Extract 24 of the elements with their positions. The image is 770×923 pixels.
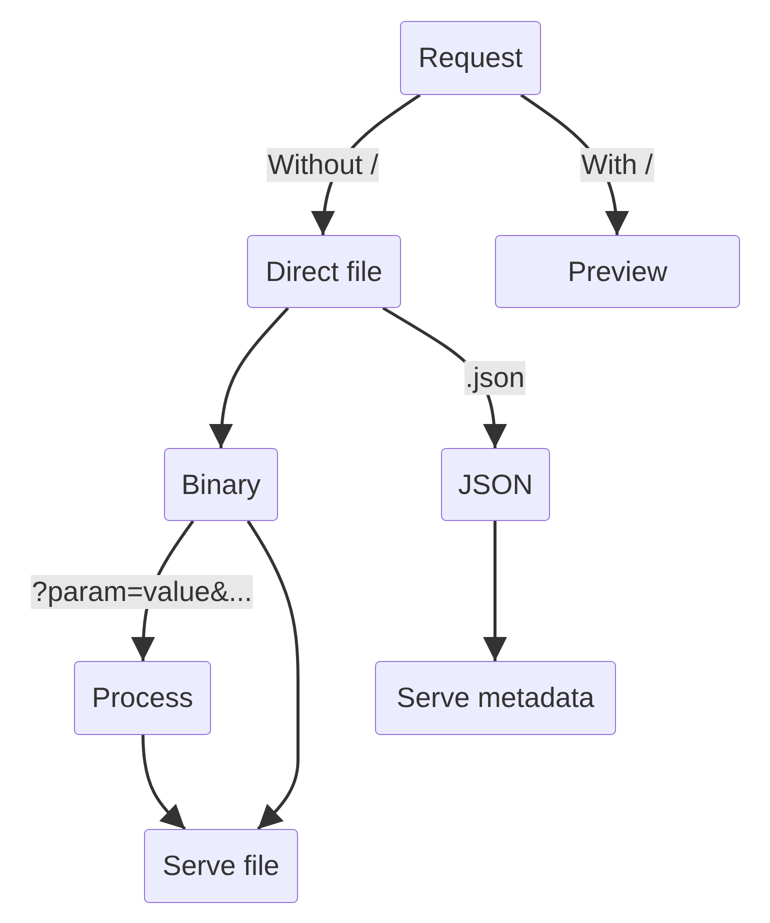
arrow xyxy=(142,734,186,830)
process-box xyxy=(144,829,298,903)
node-label: Process xyxy=(92,682,194,714)
node-label: Direct file xyxy=(266,256,382,288)
arrow xyxy=(246,520,300,830)
process-box xyxy=(495,235,740,308)
edge-label: .json xyxy=(464,361,526,395)
node-label: Serve metadata xyxy=(396,682,594,714)
process-box xyxy=(164,448,278,521)
node-label: Request xyxy=(418,42,523,74)
edge-label: ?param=value&... xyxy=(30,575,254,609)
arrow xyxy=(210,306,290,448)
edge-label: Without / xyxy=(266,148,380,182)
process-box xyxy=(247,235,401,308)
process-box xyxy=(441,448,550,521)
edge-label: With / xyxy=(580,148,654,182)
node-label: JSON xyxy=(458,468,533,500)
process-box xyxy=(375,661,616,735)
arrow xyxy=(483,521,507,661)
node-label: Preview xyxy=(568,256,668,288)
node-label: Serve file xyxy=(162,850,280,882)
node-label: Binary xyxy=(181,468,261,500)
process-box xyxy=(400,21,541,95)
process-box xyxy=(74,661,211,735)
